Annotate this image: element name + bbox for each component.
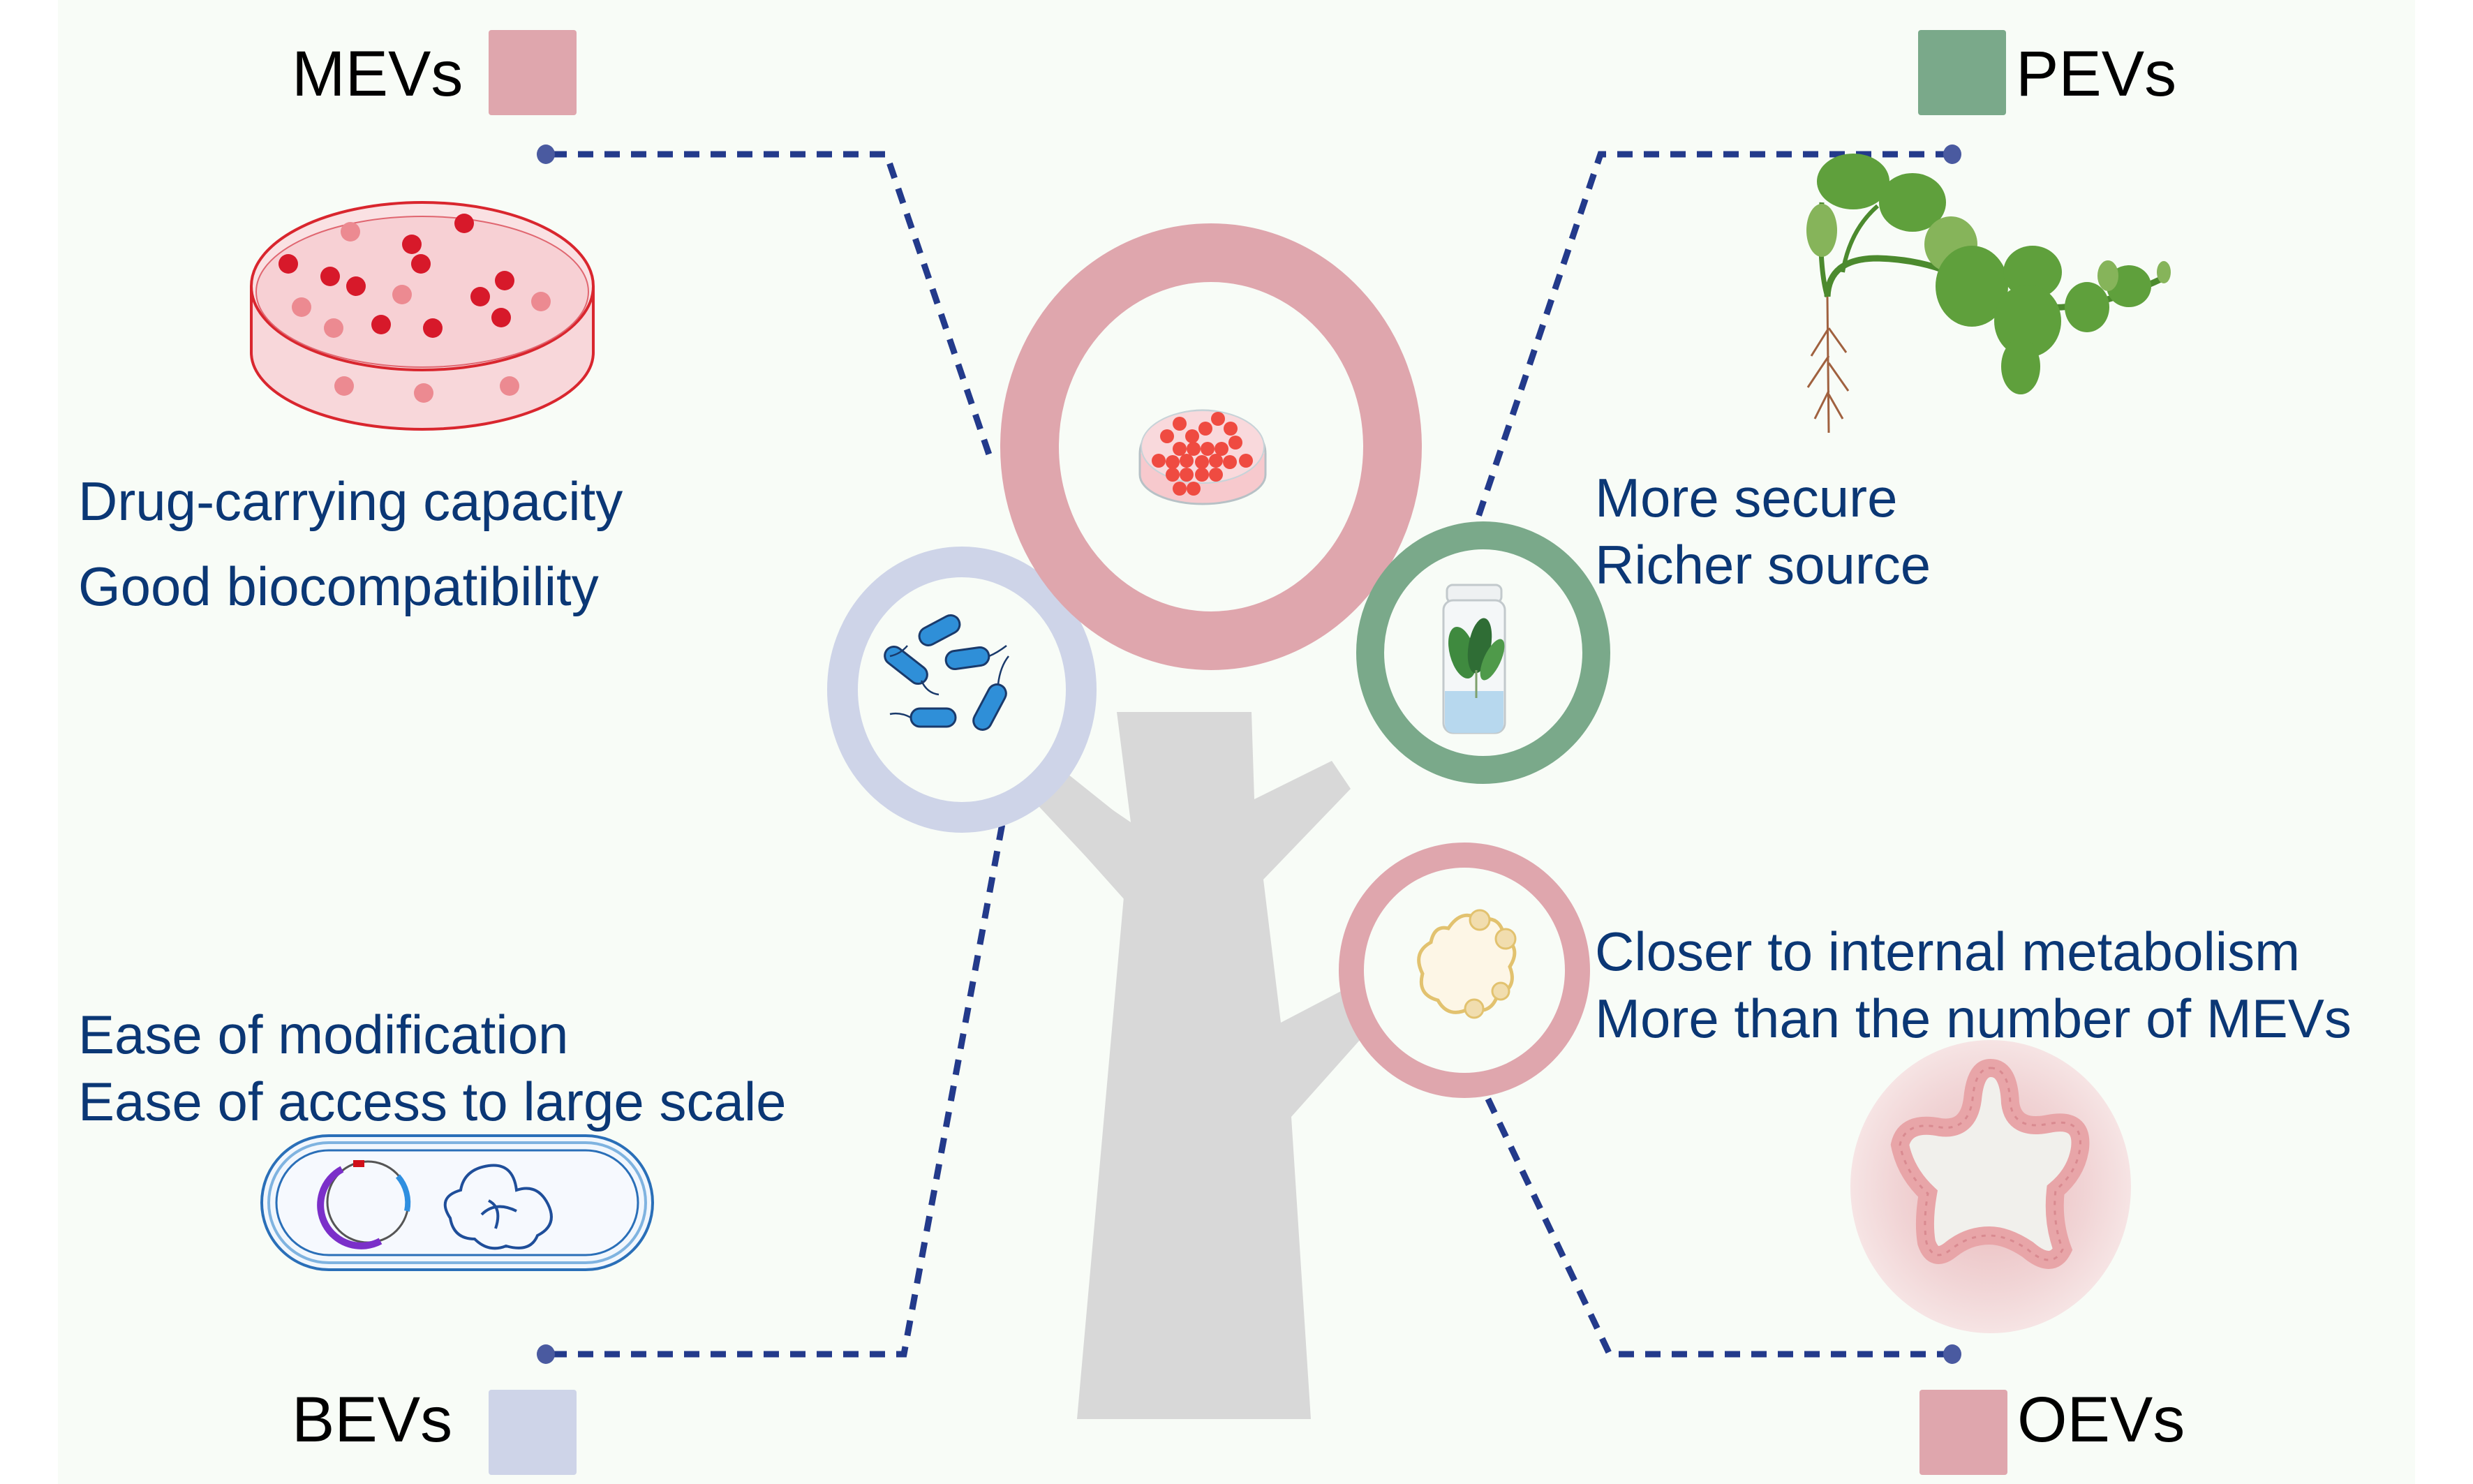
petri-dish-red-cells-illustration <box>250 201 595 431</box>
plant-in-jar-icon <box>1442 584 1506 734</box>
connector-pevs <box>1475 151 1951 518</box>
benefit-item: Ease of modification <box>78 1004 569 1065</box>
tree-branch-left <box>1019 771 1134 900</box>
category-label-pevs: PEVs <box>2016 38 2177 110</box>
benefits-mevs: Drug-carrying capacity Good biocompatibi… <box>78 468 623 620</box>
connector-dot-pevs <box>1943 144 1961 164</box>
petri-dish-cells-icon <box>1138 409 1267 505</box>
benefit-item: Closer to internal metabolism <box>1595 921 2301 982</box>
ring-bevs <box>827 547 1097 833</box>
connector-dots <box>537 144 1961 1364</box>
benefit-item: Good biocompatibility <box>78 556 599 617</box>
tree-trunk <box>1019 712 1406 1419</box>
connector-dot-oevs <box>1943 1344 1961 1364</box>
connector-bevs <box>551 823 1006 1358</box>
organoid-cross-section-illustration <box>1850 1040 2131 1333</box>
tree <box>1019 712 1406 1419</box>
organoid-icon <box>1417 909 1517 1019</box>
benefit-item: More than the number of MEVs <box>1595 988 2352 1049</box>
connector-oevs <box>1480 1088 1952 1358</box>
benefits-bevs: Ease of modification Ease of access to l… <box>78 1001 787 1135</box>
swatch-oevs <box>1919 1390 2007 1475</box>
bacteria-icon <box>884 614 1009 731</box>
vine-plant-with-roots-illustration <box>1806 154 2171 433</box>
benefit-item: More secure <box>1595 467 1898 528</box>
benefit-item: Ease of access to large scale <box>78 1071 787 1132</box>
category-label-bevs: BEVs <box>292 1384 453 1455</box>
benefits-oevs: Closer to internal metabolism More than … <box>1595 918 2352 1052</box>
connector-mevs <box>551 151 995 462</box>
connector-dot-bevs <box>537 1344 555 1364</box>
category-label-mevs: MEVs <box>292 38 463 110</box>
category-label-oevs: OEVs <box>2017 1384 2185 1455</box>
benefit-item: Richer source <box>1595 534 1931 595</box>
swatch-pevs <box>1918 30 2006 115</box>
connectors <box>551 151 1952 1358</box>
benefits-pevs: More secure Richer source <box>1595 464 1931 598</box>
swatch-mevs <box>489 30 577 115</box>
swatch-bevs <box>489 1390 577 1475</box>
bacterium-plasmid-illustration <box>260 1134 654 1271</box>
connector-dot-mevs <box>537 144 555 164</box>
benefit-item: Drug-carrying capacity <box>78 470 623 532</box>
